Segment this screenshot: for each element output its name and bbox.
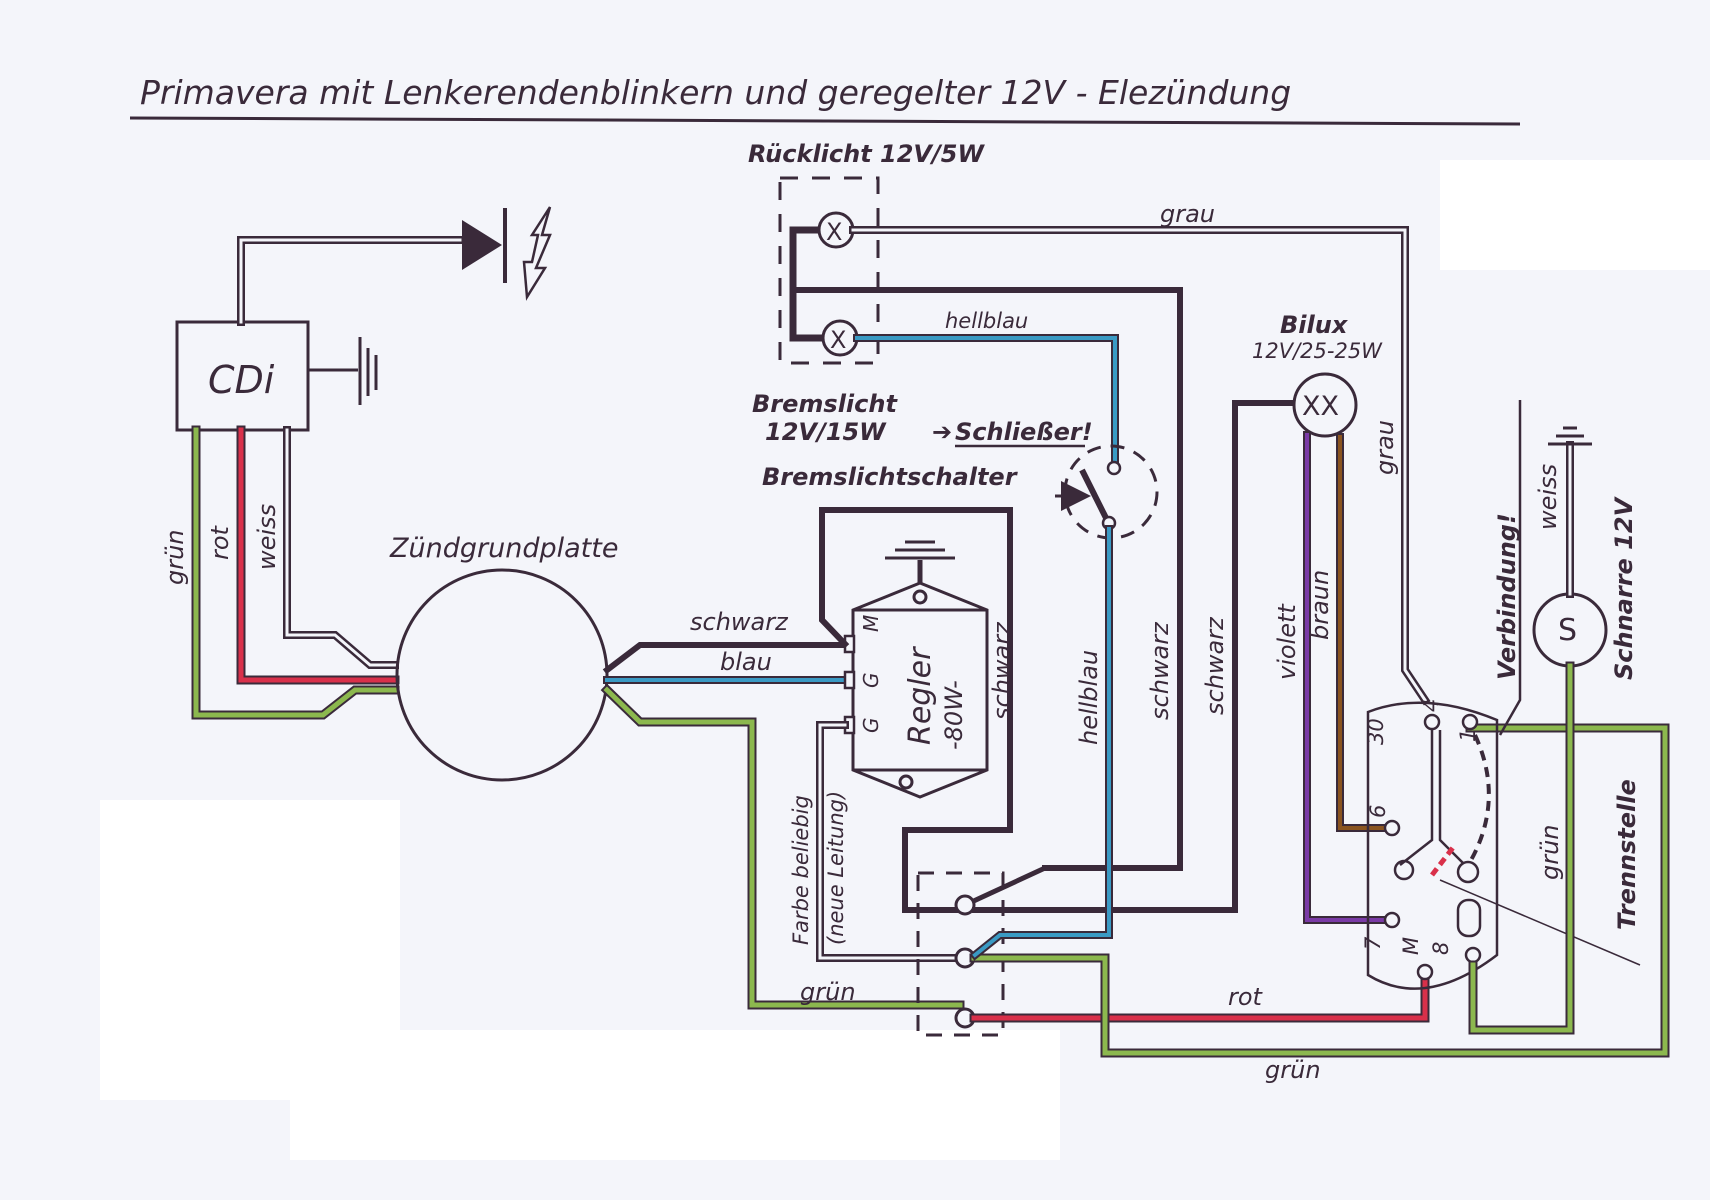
connection-line [1498, 400, 1522, 736]
cdi-unit: CDi [175, 320, 378, 432]
lightning-icon [522, 206, 552, 301]
wire-violet [1303, 431, 1389, 924]
label-wire-hellblau-switch: hellblau [1075, 650, 1103, 745]
label-wire-rot-bottom: rot [1228, 983, 1264, 1011]
note-connection: Verbindung! [1493, 513, 1521, 680]
brake-light-label-1: Bremslicht [752, 390, 898, 418]
spark-plug-icon [462, 208, 507, 283]
label-wire-grau-switch: grau [1371, 420, 1399, 475]
label-wire-hellblau-top: hellblau [945, 309, 1028, 333]
svg-text:X: X [826, 218, 842, 246]
ignition-switch-lever [963, 865, 1047, 908]
label-wire-gruen-right: grün [1536, 824, 1564, 880]
wire-black-mid-2 [972, 400, 1298, 913]
closer-note: Schließer! [955, 418, 1093, 446]
regulator-terminal-m: M [859, 615, 883, 632]
terminal-7: 7 [1361, 936, 1385, 950]
wire-brown [1336, 433, 1389, 832]
terminal-30: 30 [1364, 718, 1388, 745]
paper-patch [290, 1030, 1060, 1160]
ht-lead [237, 236, 464, 326]
label-wire-weiss: weiss [253, 504, 281, 570]
svg-text:X: X [830, 326, 846, 354]
label-wire-blau: blau [720, 648, 772, 676]
light-switch: 30 4 1 6 7 M 8 [1361, 699, 1641, 990]
bilux-symbol: XX [1302, 391, 1339, 422]
horn-symbol: S [1558, 613, 1577, 648]
wire-red-bottom [969, 973, 1430, 1023]
ignition-switch-box [916, 871, 1005, 1037]
label-wire-violett: violett [1273, 603, 1301, 680]
brake-switch-lever [1079, 468, 1110, 522]
regulator-terminal-g2: G [859, 718, 883, 734]
title-group: Primavera mit Lenkerendenblinkern und ge… [129, 73, 1521, 126]
label-wire-rot: rot [206, 524, 234, 560]
note-new-wire: (neue Leitung) [824, 791, 848, 945]
label-wire-schwarz-mid-1: schwarz [1146, 621, 1174, 720]
label-wire-grau-top: grau [1160, 200, 1215, 228]
ignition-plate-circle [395, 568, 609, 782]
title-underline [129, 116, 1521, 126]
wire-black-plate [602, 642, 848, 675]
label-wire-weiss-horn: weiss [1534, 464, 1562, 530]
terminal-6: 6 [1366, 805, 1390, 818]
label-wire-schwarz-mid-2: schwarz [1201, 616, 1229, 715]
wire-black-mid-1 [790, 287, 1183, 871]
regulator-ground-icon [885, 540, 955, 560]
bilux-label: Bilux [1280, 311, 1349, 339]
diagram-title: Primavera mit Lenkerendenblinkern und ge… [140, 73, 1291, 112]
regulator-terminal-g1: G [859, 673, 883, 689]
horn-ground-icon [1548, 426, 1592, 446]
ignition-plate-label: Zündgrundplatte [389, 533, 618, 564]
cdi-label: CDi [208, 358, 275, 402]
terminal-4: 4 [1419, 699, 1443, 712]
wire-green-cdi [191, 425, 400, 720]
label-wire-schwarz-plate: schwarz [690, 608, 789, 636]
label-wire-schwarz-regulator: schwarz [988, 621, 1016, 720]
note-separation: Trennstelle [1613, 779, 1641, 930]
label-wire-gruen-bottom: grün [1265, 1056, 1321, 1084]
regulator: M G G Regler -80W- [843, 540, 989, 799]
cut-mark-icon [1430, 843, 1457, 877]
ignition-switch-terminal-1 [954, 894, 976, 916]
regulator-label: Regler [903, 646, 938, 745]
closer-arrow: ➔ [932, 418, 952, 446]
wire-green-bottom [969, 723, 1670, 1058]
rear-light-label: Rücklicht 12V/5W [748, 140, 985, 168]
label-wire-braun: braun [1306, 570, 1334, 640]
terminal-8: 8 [1429, 942, 1453, 955]
terminal-1: 1 [1456, 729, 1480, 742]
regulator-rating: -80W- [940, 680, 968, 750]
bilux-rating: 12V/25-25W [1252, 339, 1383, 363]
rear-light-housing [778, 176, 880, 365]
label-wire-gruen: grün [161, 529, 189, 585]
wire-light-common [789, 226, 826, 342]
terminal-m: M [1399, 937, 1423, 955]
wire-white-cdi [283, 426, 399, 669]
ground-icon [358, 337, 378, 405]
bilux-bulb-icon [1292, 372, 1358, 438]
horn-label: Schnarre 12V [1610, 495, 1638, 680]
brake-light-label-2: 12V/15W [765, 418, 887, 446]
brake-switch-label: Bremslichtschalter [762, 463, 1019, 491]
note-any-color: Farbe beliebig [789, 795, 813, 945]
wire-black-regulator [819, 507, 1013, 913]
paper-patch [1440, 160, 1710, 270]
label-wire-gruen-bottom-left: grün [800, 978, 856, 1006]
